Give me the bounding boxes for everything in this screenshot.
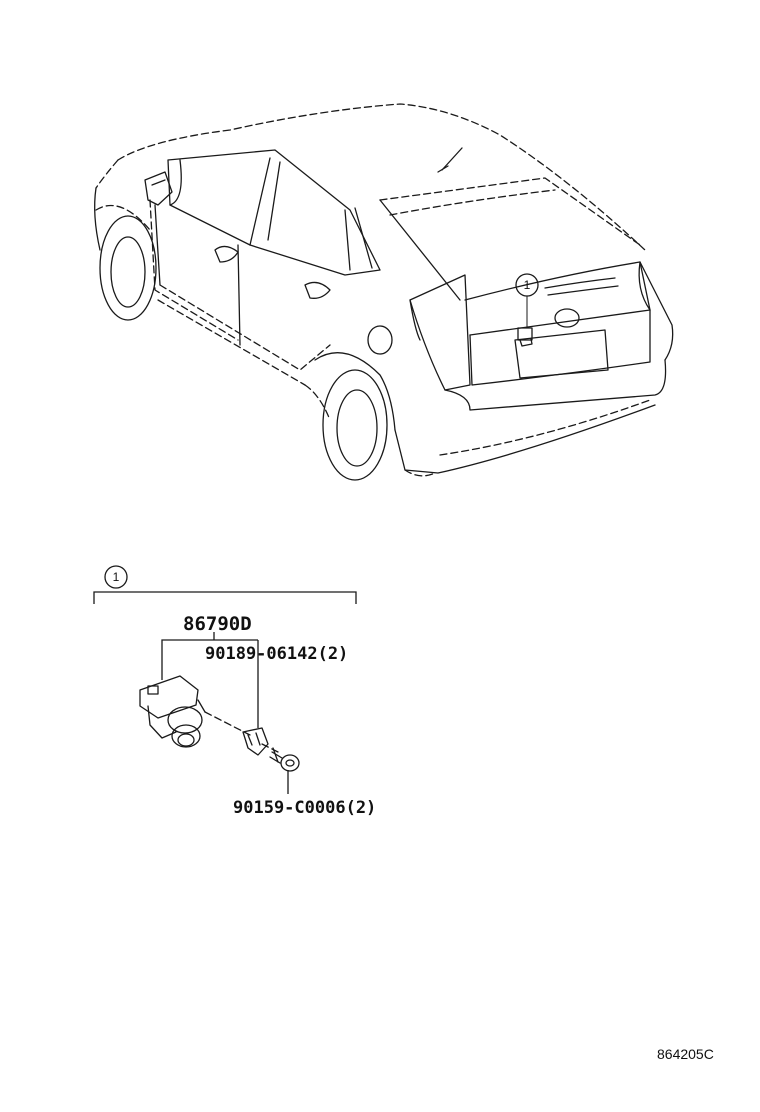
part-number-clip: 90189-06142(2) (205, 644, 348, 664)
leader-lines (161, 632, 289, 794)
car-callout: 1 (515, 273, 539, 329)
car-callout-number: 1 (524, 278, 531, 292)
clip-illustration (242, 727, 279, 756)
part-number-camera-assembly: 86790D (183, 613, 252, 635)
detail-bracket (93, 591, 357, 604)
vehicle-illustration (94, 103, 674, 481)
camera-assembly-illustration (139, 675, 251, 748)
figure-code: 864205C (657, 1046, 714, 1062)
detail-callout: 1 (104, 565, 128, 589)
detail-callout-number: 1 (113, 570, 120, 584)
part-number-screw: 90159-C0006(2) (233, 798, 376, 818)
screw-illustration (269, 747, 300, 772)
